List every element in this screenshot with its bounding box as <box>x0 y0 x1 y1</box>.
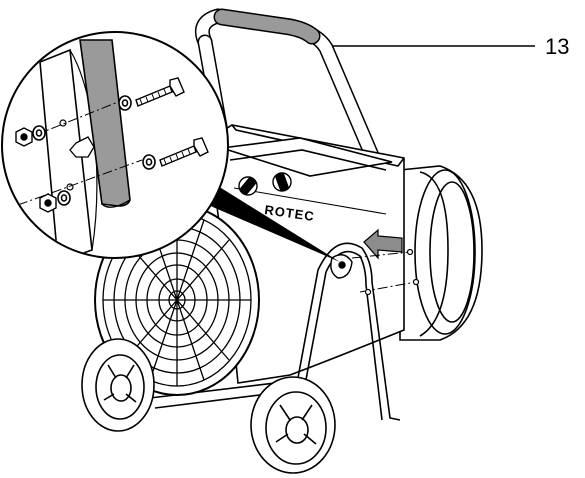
bolt-icon-lower <box>159 137 209 167</box>
leg-bracket <box>330 254 353 279</box>
callout-number: 13 <box>545 34 569 59</box>
control-knob-right <box>272 172 292 192</box>
washer-icon-left-lower <box>57 190 71 206</box>
bolt-icon-upper <box>135 77 185 107</box>
washer-icon-left-upper <box>32 125 46 141</box>
washer-icon-lower <box>142 154 156 170</box>
washer-icon-upper <box>118 95 132 111</box>
magnifier-beam <box>192 178 340 262</box>
brand-label: ROTEC <box>264 202 316 224</box>
control-panel <box>221 137 393 177</box>
nut-icon-upper <box>15 127 33 147</box>
rear-outlet <box>399 165 483 341</box>
wheel-icon-left <box>81 338 155 432</box>
nut-icon-lower <box>39 193 57 213</box>
control-knob-left <box>238 176 258 196</box>
wheel-icon-right <box>250 376 336 474</box>
detail-magnifier <box>1 31 229 259</box>
arrow-icon <box>363 228 403 260</box>
